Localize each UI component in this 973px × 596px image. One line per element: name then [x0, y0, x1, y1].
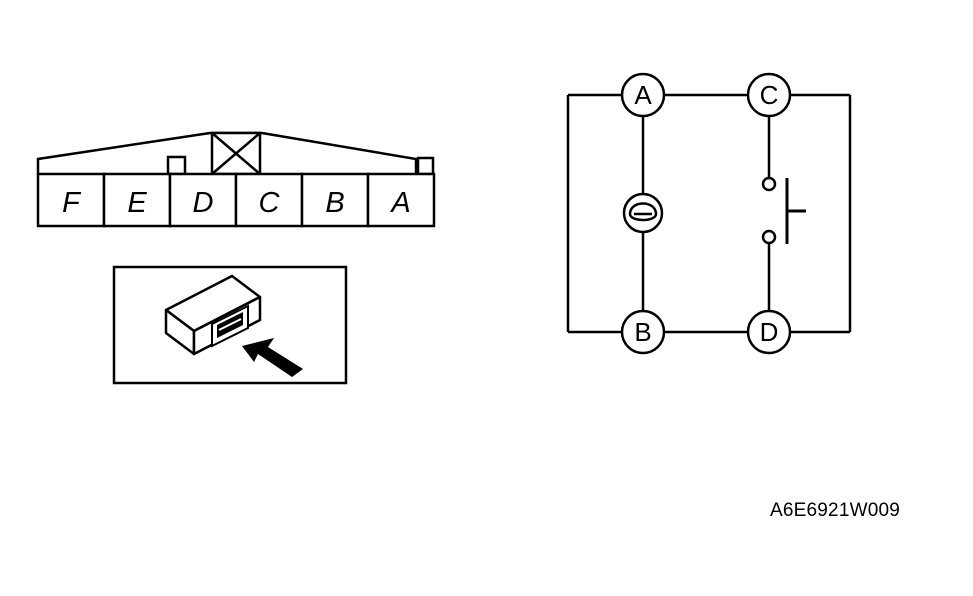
connector-pin-cell: A: [366, 172, 436, 228]
connector-pin-cell: F: [36, 172, 106, 228]
schematic-node-b: B: [620, 309, 666, 355]
node-label: A: [634, 80, 652, 110]
pin-label: C: [259, 187, 281, 219]
pin-label: B: [325, 187, 344, 219]
figure-code: A6E6921W009: [770, 500, 901, 521]
node-label: D: [760, 317, 779, 347]
schematic-node-a: A: [620, 72, 666, 118]
pin-label: A: [389, 187, 410, 219]
push-switch-icon: [761, 176, 806, 245]
connector-pin-cell: D: [168, 172, 238, 228]
schematic-node-d: D: [746, 309, 792, 355]
node-label: C: [760, 80, 779, 110]
connector-key-tab: [416, 156, 435, 176]
pin-label: F: [62, 187, 82, 219]
connector-pin-cell: E: [102, 172, 172, 228]
circuit-schematic: A C B D: [566, 72, 852, 355]
indicator-lamp-icon: [622, 192, 664, 234]
schematic-wires: [566, 93, 852, 334]
pin-label: D: [193, 187, 214, 219]
schematic-node-c: C: [746, 72, 792, 118]
locator-arrow-icon: [242, 338, 303, 377]
component-locator-inset: [112, 265, 348, 385]
node-label: B: [634, 317, 651, 347]
connector-pin-cell: B: [300, 172, 370, 228]
switch-body-illustration: [164, 274, 262, 356]
connector-latch: [210, 131, 262, 176]
connector-key-tab: [166, 155, 187, 176]
connector-face: F E D C B A: [36, 131, 436, 228]
pin-label: E: [127, 187, 147, 219]
connector-pin-cell: C: [234, 172, 304, 228]
